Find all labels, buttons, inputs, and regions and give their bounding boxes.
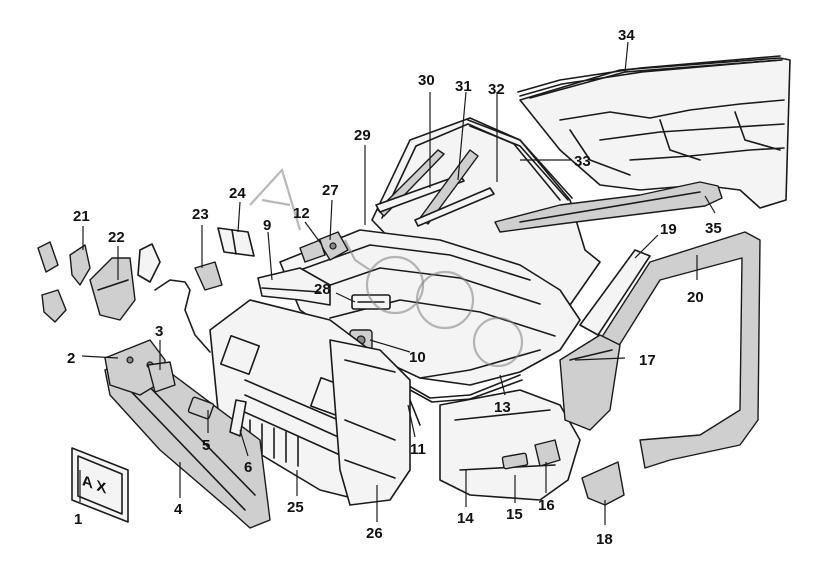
clip-5 bbox=[187, 396, 215, 420]
callout-5: 5 bbox=[202, 437, 210, 454]
callout-10: 10 bbox=[409, 349, 426, 366]
wiper-blade-right bbox=[414, 149, 495, 227]
trim-strip-6 bbox=[229, 399, 247, 437]
callout-11: 11 bbox=[410, 441, 426, 458]
autodoc-watermark bbox=[249, 167, 524, 368]
callout-9: 9 bbox=[263, 217, 271, 234]
callout-13: 13 bbox=[494, 399, 511, 416]
bumper-bracket bbox=[147, 361, 176, 393]
hood-emblem bbox=[351, 294, 391, 310]
hood-bracket-12 bbox=[299, 239, 326, 263]
a-pillar-trim bbox=[579, 249, 651, 336]
wiper-arm-left bbox=[375, 149, 465, 217]
callout-27: 27 bbox=[322, 182, 339, 199]
roof-panel bbox=[519, 57, 791, 209]
windshield-seal bbox=[467, 119, 573, 201]
bracket-24 bbox=[217, 227, 255, 257]
fender-bracket-16 bbox=[534, 439, 561, 467]
callout-20: 20 bbox=[687, 289, 704, 306]
callout-17: 17 bbox=[639, 352, 656, 369]
license-plate: A X bbox=[71, 447, 129, 523]
callout-29: 29 bbox=[354, 127, 371, 144]
door-seal bbox=[599, 231, 761, 469]
callout-3: 3 bbox=[155, 323, 163, 340]
callout-15: 15 bbox=[506, 506, 523, 523]
callout-34: 34 bbox=[618, 27, 635, 44]
front-panel-frame bbox=[329, 339, 411, 506]
callout-19: 19 bbox=[660, 221, 677, 238]
callout-23: 23 bbox=[192, 206, 209, 223]
callout-18: 18 bbox=[596, 531, 613, 548]
callout-28: 28 bbox=[314, 281, 331, 298]
cowl-moulding bbox=[494, 181, 723, 233]
callout-12: 12 bbox=[293, 205, 310, 222]
callout-26: 26 bbox=[366, 525, 383, 542]
callout-16: 16 bbox=[538, 497, 555, 514]
callout-2: 2 bbox=[67, 350, 75, 367]
callout-31: 31 bbox=[455, 78, 472, 95]
callout-6: 6 bbox=[244, 459, 252, 476]
header-panel bbox=[257, 267, 331, 306]
callout-14: 14 bbox=[457, 510, 474, 527]
callout-25: 25 bbox=[287, 499, 304, 516]
callout-30: 30 bbox=[418, 72, 435, 89]
mud-flap bbox=[581, 461, 625, 506]
callout-35: 35 bbox=[705, 220, 722, 237]
callout-1: 1 bbox=[74, 511, 82, 528]
callout-21: 21 bbox=[73, 208, 90, 225]
callout-labels: 1 2 3 4 5 6 9 10 11 12 13 14 15 16 17 18… bbox=[67, 27, 722, 548]
callout-32: 32 bbox=[488, 81, 505, 98]
headlight-bracket-21 bbox=[37, 241, 91, 323]
side-marker-lamp bbox=[501, 452, 529, 470]
headlight-bulb-holder bbox=[137, 243, 161, 283]
callout-4: 4 bbox=[174, 501, 183, 518]
roof-drip-rail bbox=[517, 55, 781, 97]
inner-fender-panel bbox=[559, 334, 621, 431]
headlight-assembly bbox=[89, 257, 136, 321]
parking-light-23 bbox=[194, 261, 223, 291]
headlight-wiring bbox=[154, 279, 211, 353]
hood-hinge-upper bbox=[317, 231, 349, 261]
leader-lines bbox=[79, 41, 716, 525]
callout-22: 22 bbox=[108, 229, 125, 246]
callout-24: 24 bbox=[229, 185, 246, 202]
callout-33: 33 bbox=[574, 153, 591, 170]
